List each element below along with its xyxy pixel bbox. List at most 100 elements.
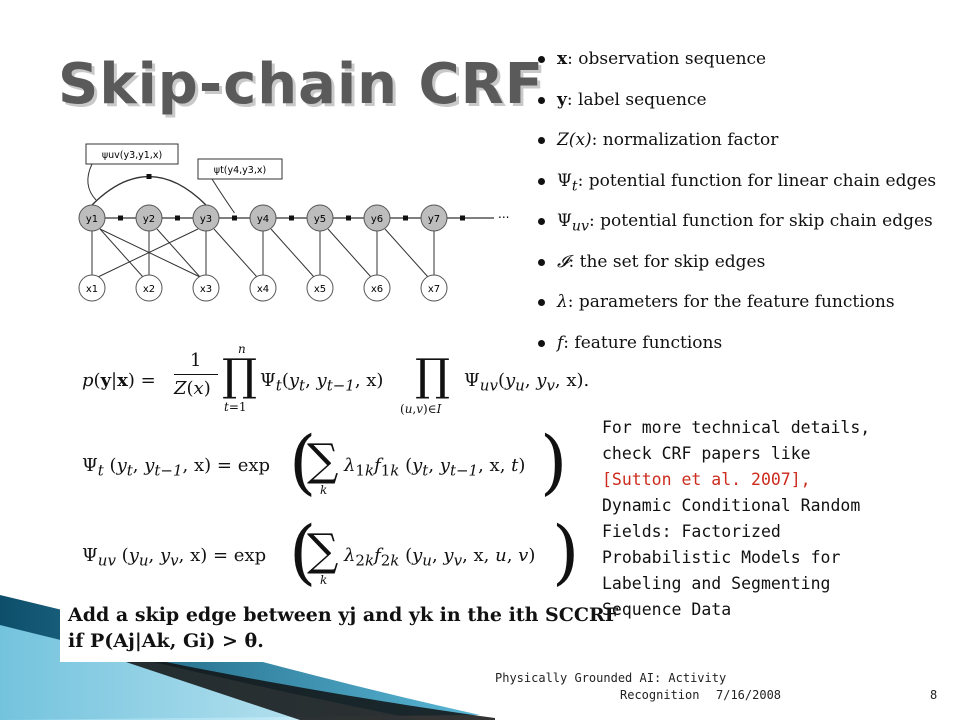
note-citation-link[interactable]: [Sutton et al. 2007], — [602, 470, 811, 489]
observation-edge — [213, 228, 258, 278]
footer-title-line1: Physically Grounded AI: Activity — [495, 671, 727, 685]
definition-item: Ψuv: potential function for skip chain e… — [538, 208, 948, 249]
bullet-icon — [538, 218, 545, 225]
observation-edge — [156, 228, 201, 278]
slide-title: Skip-chain CRF — [58, 52, 544, 117]
bullet-icon — [538, 56, 545, 63]
definition-item: Ψt: potential function for linear chain … — [538, 168, 948, 209]
formula-joint-probability: p(y|x) = 1 Z(x) n ∏ t=1 Ψt(yt, yt−1, x) … — [82, 342, 590, 416]
definition-text: : potential function for linear chain ed… — [577, 170, 937, 191]
observation-node — [135, 274, 163, 302]
definition-subscript: t — [571, 177, 578, 194]
label-node-text: y2 — [143, 214, 155, 225]
formula-linear-potential: Ψt (yt, yt−1, x) = exp ( ∑ k λ1kf1k (yt,… — [82, 421, 568, 503]
definition-item: λ: parameters for the feature functions — [538, 289, 948, 330]
factor-skip-text: ψuv(y3,y1,x) — [102, 150, 162, 161]
factor-pointer — [211, 178, 235, 214]
graph-ellipsis: ... — [498, 207, 509, 221]
factor-node — [346, 215, 351, 221]
observation-node-text: x2 — [143, 284, 155, 295]
definition-item: Z(x): normalization factor — [538, 127, 948, 168]
label-node-text: y7 — [428, 214, 440, 225]
footer-title-line2: Recognition — [620, 688, 700, 702]
observation-node — [249, 274, 277, 302]
definition-list: x: observation sequence y: label sequenc… — [538, 46, 948, 370]
label-node-text: y5 — [314, 214, 326, 225]
note-text-intro: For more technical details, check CRF pa… — [602, 418, 871, 463]
definition-item: x: observation sequence — [538, 46, 948, 87]
page-number: 8 — [930, 688, 938, 702]
definition-symbol: y — [557, 89, 567, 110]
skip-edge-rule: Add a skip edge between yj and yk in the… — [60, 602, 619, 662]
definition-text: : parameters for the feature functions — [567, 292, 895, 312]
label-node — [249, 204, 277, 232]
factor-node — [289, 215, 294, 221]
bullet-icon — [538, 339, 545, 347]
rule-line-1: Add a skip edge between yj and yk in the… — [68, 604, 619, 626]
observation-node — [420, 274, 448, 302]
observation-node-text: x3 — [200, 284, 212, 295]
label-node — [363, 204, 391, 232]
definition-symbol: 𝓘 — [557, 251, 569, 272]
label-node — [78, 204, 106, 232]
observation-edge — [99, 228, 144, 278]
factor-node — [118, 215, 123, 221]
factor-node — [175, 215, 180, 221]
definition-symbol: x — [557, 49, 568, 69]
graph-nodes: y1 y2 y3 y4 y5 y6 y7 x1 x2 x3 x4 x5 x6 x7 — [78, 204, 448, 302]
observation-edge — [384, 228, 429, 278]
rule-line-2: if P(Aj|Ak, Gi) > θ. — [68, 630, 264, 652]
observation-node — [306, 274, 334, 302]
label-node-text: y4 — [257, 214, 269, 225]
observation-node — [192, 274, 220, 302]
factor-node — [460, 215, 465, 221]
definition-symbol: Z(x) — [557, 130, 592, 150]
bullet-icon — [538, 299, 545, 306]
observation-node — [78, 274, 106, 302]
definition-symbol: Ψ — [557, 211, 572, 231]
label-node — [420, 204, 448, 232]
bullet-icon — [538, 258, 545, 266]
factor-pointer — [87, 163, 97, 201]
observation-node-text: x7 — [428, 284, 440, 295]
label-node — [192, 204, 220, 232]
technical-note: For more technical details, check CRF pa… — [602, 415, 902, 623]
factor-node — [403, 215, 408, 221]
label-node — [135, 204, 163, 232]
skip-chain-graph: y1 y2 y3 y4 y5 y6 y7 x1 x2 x3 x4 x5 x6 x7 ψuv(y3,y1,x… — [78, 143, 509, 302]
bullet-icon — [538, 137, 545, 144]
definition-text: : feature functions — [563, 332, 723, 353]
observation-node-text: x6 — [371, 284, 383, 295]
observation-edge — [97, 228, 199, 278]
definition-text: : potential function for skip chain edge… — [589, 211, 933, 231]
skip-factor-node — [146, 174, 152, 179]
observation-edge — [327, 228, 372, 278]
bullet-icon — [538, 96, 545, 104]
observation-node-text: x4 — [257, 284, 269, 295]
bullet-icon — [538, 177, 545, 185]
factor-chain-text: ψt(y4,y3,x) — [214, 165, 266, 176]
label-node-text: y1 — [86, 214, 98, 225]
observation-edge — [270, 228, 315, 278]
label-node — [306, 204, 334, 232]
note-paper-title: Dynamic Conditional Random Fields: Facto… — [602, 496, 861, 619]
skip-edge — [91, 176, 207, 206]
observation-edge — [99, 228, 201, 278]
observation-node-text: x5 — [314, 284, 326, 295]
definition-item: y: label sequence — [538, 87, 948, 128]
label-node-text: y3 — [200, 214, 212, 225]
definition-symbol: f — [557, 332, 564, 353]
footer-date: 7/16/2008 — [716, 688, 782, 702]
definition-item: f: feature functions — [538, 330, 948, 371]
definition-text: : normalization factor — [591, 130, 779, 150]
definition-item: 𝓘: the set for skip edges — [538, 249, 948, 290]
definition-text: : label sequence — [566, 89, 707, 110]
factor-label-chain: ψt(y4,y3,x) — [197, 158, 283, 180]
formula-skip-potential: Ψuv (yu, yv, x) = exp ( ∑ k λ2kf2k (yu, … — [82, 511, 580, 593]
label-node-text: y6 — [371, 214, 383, 225]
definition-symbol: λ — [557, 292, 568, 312]
definition-subscript: uv — [571, 218, 590, 235]
definition-symbol: Ψ — [557, 170, 572, 191]
definition-text: : the set for skip edges — [568, 251, 766, 272]
observation-node-text: x1 — [86, 284, 98, 295]
